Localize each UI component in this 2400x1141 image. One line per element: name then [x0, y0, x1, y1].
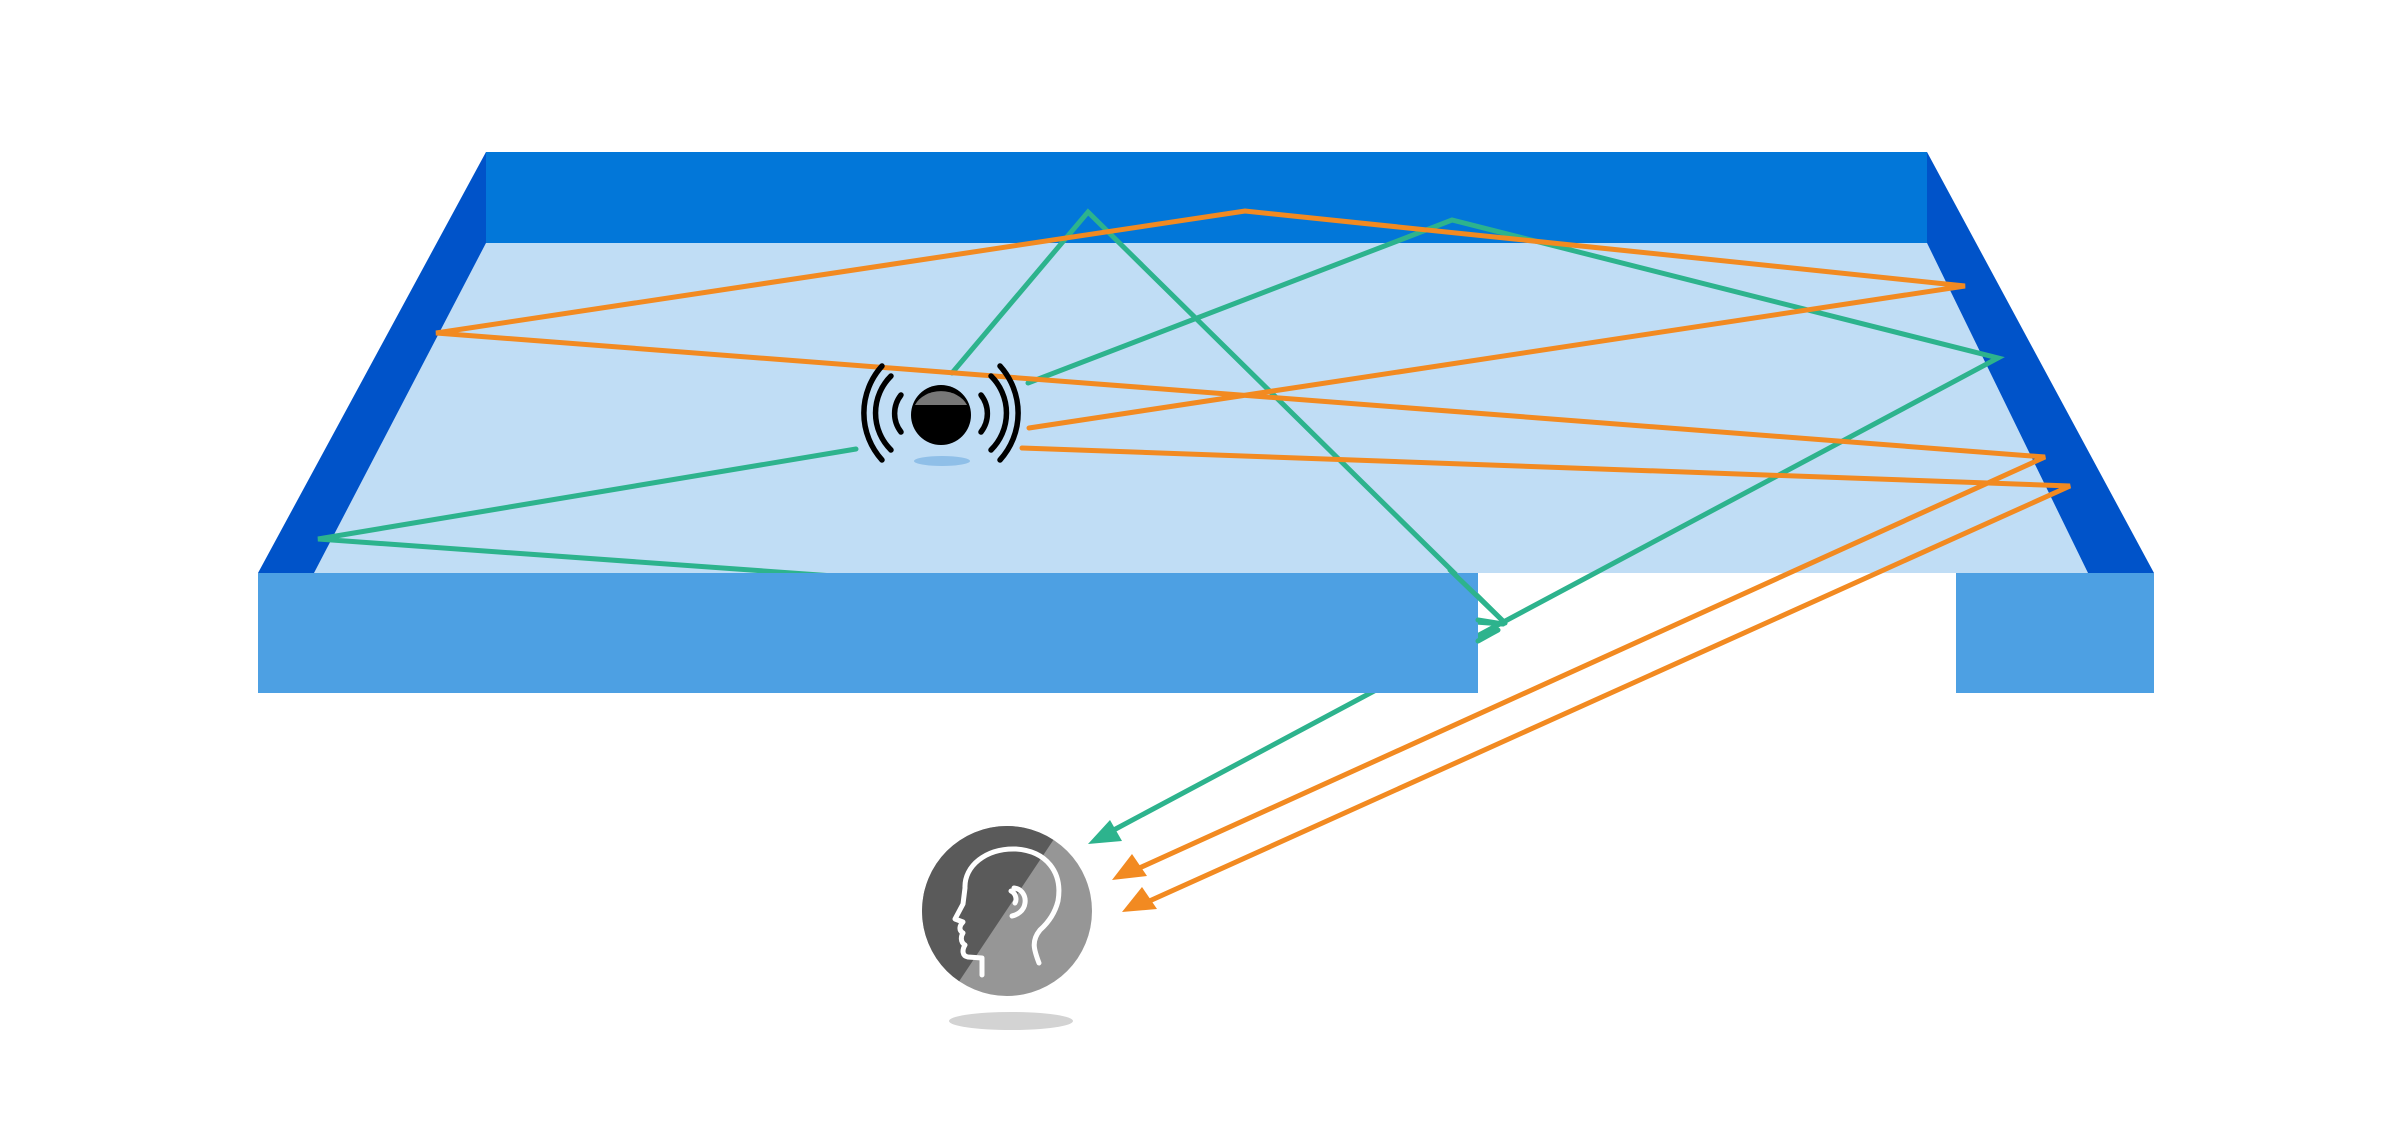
listener-head-icon: [922, 826, 1092, 1030]
room-floor: [314, 243, 2088, 573]
front-wall-right: [1956, 573, 2154, 693]
head-outline: [952, 846, 1062, 978]
left-wall: [258, 152, 486, 573]
green-path-3-doorway: [1475, 627, 1501, 644]
back-wall: [486, 152, 1927, 243]
green-path-1-doorway: [1475, 617, 1506, 627]
room: [258, 152, 2154, 573]
sound-waves-right: [978, 363, 1021, 463]
sound-waves-left: [861, 363, 904, 463]
orange-reflection-paths: [435, 208, 2072, 906]
source-highlight: [915, 391, 967, 405]
doorway-path-segments: [1447, 567, 1508, 644]
orange-path-1: [435, 208, 2047, 873]
green-arrowhead: [1088, 820, 1122, 844]
right-wall: [1927, 152, 2154, 573]
green-path-2: [949, 208, 1508, 626]
source-shadow: [914, 456, 970, 466]
listener-shadow: [949, 1012, 1073, 1030]
green-path-2-doorway: [1447, 567, 1508, 626]
orange-path-2: [1019, 445, 2072, 906]
front-wall-left: [258, 573, 1478, 693]
orange-arrowhead-2: [1122, 887, 1157, 912]
arrowheads: [1088, 820, 1157, 912]
sound-source-icon: [861, 363, 1021, 466]
front-walls: [258, 573, 2154, 693]
green-path-3: [1025, 217, 2005, 835]
orange-arrowhead-1: [1112, 854, 1147, 880]
